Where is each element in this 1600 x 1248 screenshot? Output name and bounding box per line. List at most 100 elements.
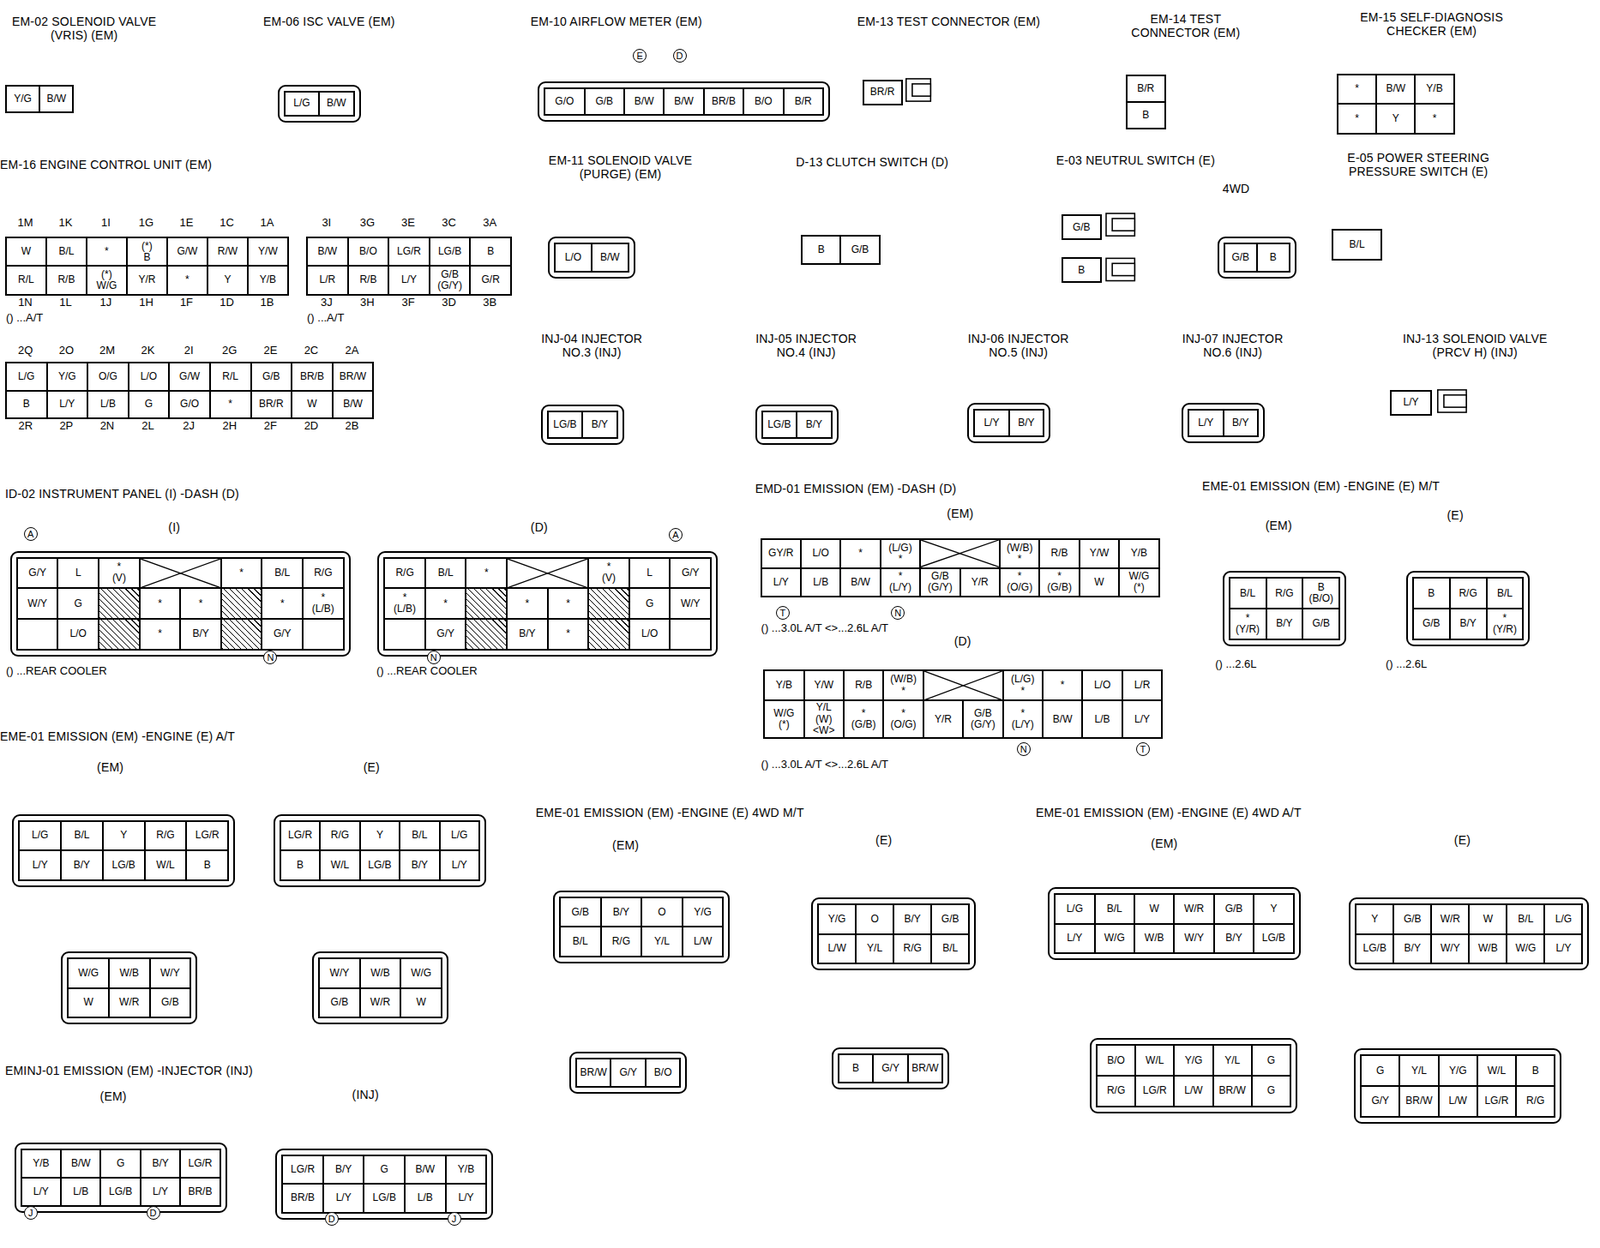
pin-wire-color: B	[818, 244, 825, 256]
pin-wire-color: B/W	[600, 252, 620, 264]
pin-cavity: B (B/O)	[1303, 578, 1339, 608]
pin-wire-color: LG/B	[367, 860, 391, 872]
pin-wire-color: L/Y	[1066, 932, 1083, 945]
pin-cavity: * (V)	[99, 559, 139, 589]
pin-wire-color: L/Y	[59, 398, 75, 410]
pin-cavity: L/O	[129, 363, 169, 390]
pin-wire-color: B	[1532, 1065, 1540, 1077]
pin-cavity: B/Y	[324, 1156, 364, 1184]
pin-cavity: G/B	[932, 905, 969, 934]
pin-grid: L/YB/Y	[973, 409, 1045, 438]
pin-wire-color: BR/W	[1405, 1095, 1432, 1107]
pin-wire-color: W	[306, 398, 317, 410]
pin-wire-color: W/Y	[680, 598, 701, 610]
pin-wire-color: * (L/B)	[393, 592, 416, 615]
pin-wire-color: L/Y	[33, 1186, 49, 1198]
pin-number: 3G	[359, 216, 376, 230]
pin-cavity: W/G	[1507, 935, 1544, 964]
connector-title: (EM)	[1150, 836, 1178, 851]
pin-wire-color: W	[415, 997, 426, 1009]
connector-block: INJ-04 INJECTOR NO.3 (INJ)LG/BB/Y	[530, 331, 654, 446]
pin-cavity: B/L	[932, 935, 969, 964]
pin-cavity: *	[262, 589, 302, 619]
pin-cavity: G/Y	[611, 1059, 644, 1087]
callout-letter: N	[263, 650, 277, 665]
pin-wire-color: B/W	[850, 577, 871, 589]
pin-cavity: B/Y	[507, 619, 548, 650]
pin-cavity: B	[1413, 578, 1450, 608]
callout-letter: D	[673, 48, 687, 63]
pin-cavity: (*) W/G	[87, 266, 127, 294]
pin-cavity: R/L	[210, 363, 251, 390]
pin-cavity: W/Y	[670, 589, 710, 619]
pin-cavity: L	[58, 559, 98, 589]
pin-cavity: Y/G	[1439, 1056, 1477, 1086]
pin-cavity: R/G	[320, 822, 359, 851]
connector-title: EM-16 ENGINE CONTROL UNIT (EM)	[0, 157, 212, 172]
pin-wire-color: G/B	[1403, 914, 1422, 926]
pin-wire-color: G/B	[262, 371, 281, 383]
pin-cavity: BR/W	[577, 1059, 610, 1087]
cross-line	[920, 540, 999, 567]
connector-housing: BR/GB/LG/BB/Y* (Y/R)	[1406, 571, 1530, 646]
pin-cavity: Y/L	[1400, 1056, 1438, 1086]
connector-title: 4WD	[1222, 181, 1251, 196]
connector-block: EM-10 AIRFLOW METER (EM)G/OG/BB/WB/WBR/B…	[530, 14, 831, 123]
connector-housing: L/YB/Y	[967, 403, 1051, 444]
hatched-area	[589, 589, 629, 619]
pin-number: 2P	[58, 420, 74, 434]
pin-cavity: L/Y	[324, 1184, 364, 1212]
pin-cavity: Y/W	[248, 238, 288, 265]
pin-number: 2I	[183, 344, 195, 358]
pin-cavity: L/B	[801, 569, 840, 596]
pin-number: 2A	[344, 344, 361, 358]
pin-grid: BG/YBR/W	[837, 1053, 944, 1084]
pin-wire-color: *	[1060, 679, 1065, 692]
connector-title: EME-01 EMISSION (EM) -ENGINE (E) 4WD A/T	[1035, 806, 1302, 820]
connector-block: INJ-13 SOLENOID VALVE (PRCV H) (INJ)L/Y	[1385, 331, 1565, 417]
pin-wire-color: G/B	[1231, 252, 1250, 264]
pin-wire-color: Y/L	[866, 943, 883, 955]
pin-cavity: W	[1080, 569, 1119, 596]
callout-letter: A	[24, 527, 38, 542]
connector-housing: L/GB/W	[277, 84, 361, 124]
pin-wire-color: * (O/G)	[1006, 571, 1033, 594]
pin-wire-color: Y/G	[58, 371, 77, 383]
pin-wire-color: L/O	[812, 547, 830, 560]
pin-cavity: W	[68, 989, 109, 1018]
pin-cavity: B/L	[1487, 578, 1523, 608]
pin-wire-color: R/G	[902, 943, 921, 955]
pin-wire-color: R/G	[313, 567, 332, 579]
connector-block: EM-15 SELF-DIAGNOSIS CHECKER (EM)*B/WY/B…	[1329, 10, 1534, 135]
pin-wire-color: *	[565, 598, 571, 610]
pin-cavity: R/G	[145, 822, 187, 851]
pin-wire-color: G/B	[1311, 618, 1330, 630]
pin-grid: WB/L*(*) BG/WR/WY/WR/LR/B(*) W/GY/R*YY/B	[5, 236, 289, 296]
pin-number: 3H	[359, 296, 376, 310]
pin-wire-color: G/B	[1422, 618, 1441, 630]
pin-cavity: * (Y/R)	[1230, 609, 1266, 639]
pin-cavity: R/G	[1267, 578, 1303, 608]
pin-cavity: Y/L	[1214, 1046, 1252, 1076]
pin-cavity: * (G/B)	[1040, 569, 1078, 596]
pin-cavity: L/G	[1055, 895, 1094, 924]
connector-housing: W/YW/BW/GG/BW/RW	[312, 951, 449, 1025]
pin-cavity: G/B	[1394, 905, 1431, 934]
pin-cavity: B/Y	[1394, 935, 1431, 964]
pin-wire-color: *	[280, 598, 285, 610]
callout-letter: T	[1136, 742, 1150, 757]
pin-wire-color: W/G	[1515, 943, 1536, 955]
pin-cavity: W/G (*)	[764, 701, 803, 738]
pin-wire-color: B	[1269, 252, 1277, 264]
pin-cavity: B	[281, 851, 319, 880]
pin-wire-color: Y	[1371, 914, 1378, 926]
connector-block: EME-01 EMISSION (EM) -ENGINE (E) A/T(EM)…	[0, 729, 487, 1026]
empty-cavity	[18, 619, 58, 650]
pin-cavity: R/B	[1040, 540, 1078, 567]
pin-cavity: W/G	[68, 959, 109, 988]
pin-cavity: BR/W	[333, 363, 373, 390]
pin-cavity: B	[470, 238, 511, 265]
pin-cavity: LG/R	[1136, 1076, 1173, 1107]
pin-wire-color: L/Y	[451, 860, 468, 872]
pin-number: 2R	[17, 420, 34, 434]
